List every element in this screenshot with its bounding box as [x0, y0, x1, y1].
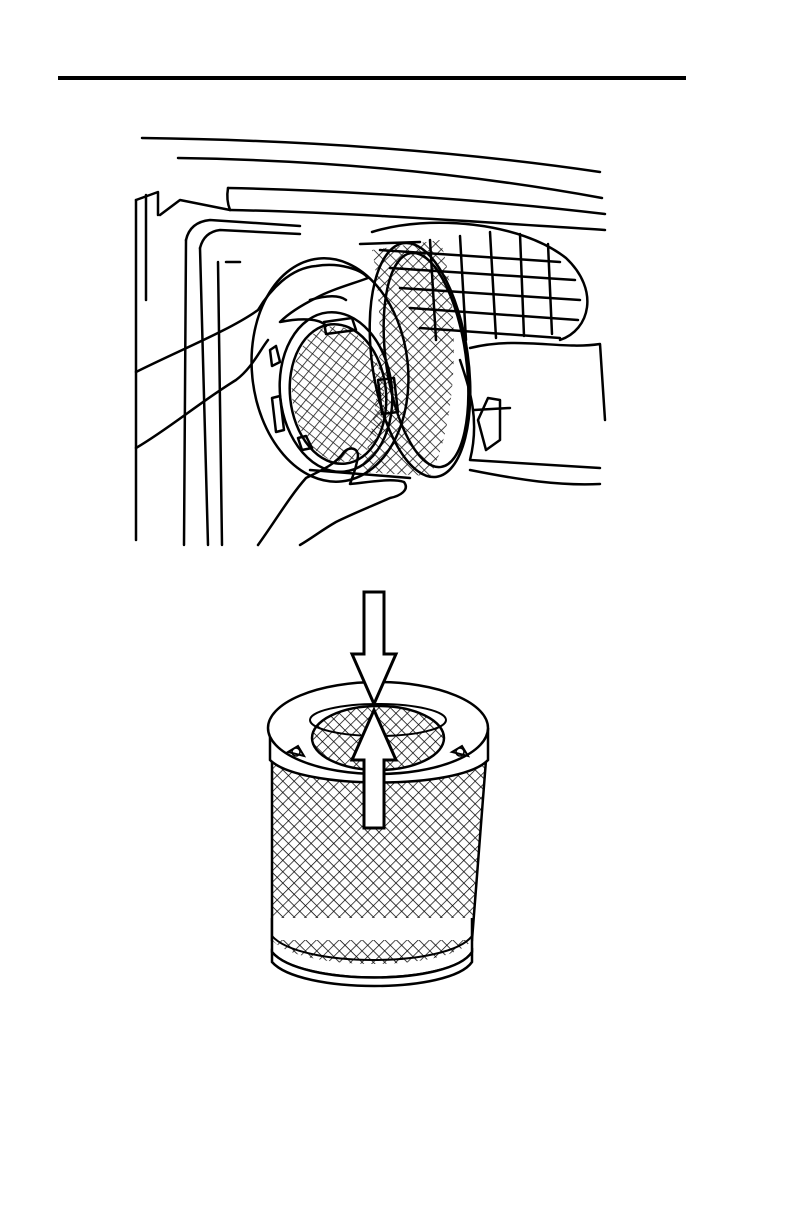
- filter-removal-illustration: [0, 0, 793, 560]
- arrow-down-icon: [352, 592, 396, 704]
- filter-element-body: [268, 682, 488, 986]
- arrow-up-icon: [352, 710, 396, 828]
